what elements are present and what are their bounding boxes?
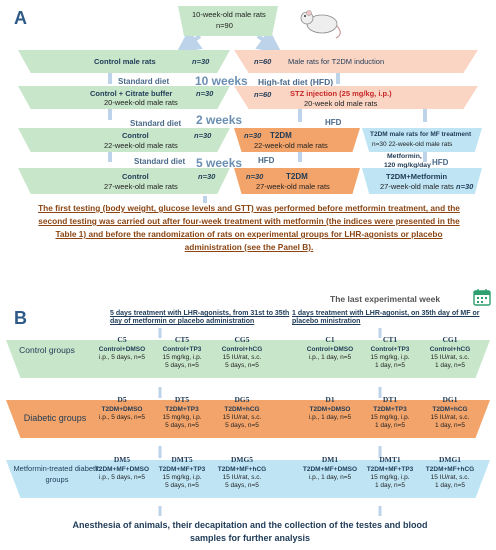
control-22wk-box: Control 22-week-old male rats n=30 (18, 128, 230, 152)
panel-a-arrows (108, 29, 427, 203)
weeks-5-label: 5 weeks (196, 156, 243, 170)
rat-icon (300, 10, 341, 39)
t2dm-27wk-sub: 27-week-old male rats (256, 182, 330, 191)
stz-injection-sub: 20-week old male rats (304, 99, 378, 108)
control-22wk-sub: 22-week-old male rats (104, 141, 178, 150)
stz-injection-title: STZ injection (25 mg/kg, i.p.) (290, 89, 392, 98)
control-citrate-sub: 20-week-old male rats (104, 98, 178, 107)
standard-diet-label-3: Standard diet (134, 157, 186, 166)
t2dm-22wk-n: n=30 (244, 131, 262, 140)
metformin-label-2: 120 mg/kg/day (384, 162, 431, 169)
mf-treatment-title: T2DM male rats for MF treatment (370, 131, 472, 138)
control-27wk-box: Control 27-week-old male rats n=30 (18, 168, 230, 194)
t2dm-27wk-box: T2DM 27-week-old male rats n=30 (234, 168, 360, 194)
panel-a-label: A (14, 8, 27, 28)
calendar-icon (473, 289, 491, 306)
t2dm-22wk-sub: 22-week-old male rats (254, 141, 328, 150)
weeks-10-label: 10 weeks (195, 74, 248, 88)
t2dm-metformin-title: T2DM+Metformin (386, 172, 448, 181)
control-27wk-sub: 27-week-old male rats (104, 182, 178, 191)
control-27wk-title: Control (122, 172, 149, 181)
control-citrate-n: n=30 (196, 89, 214, 98)
top-cohort-box: 10-week-old male rats n=90 (178, 6, 278, 36)
testing-note: The first testing (body weight, glucose … (38, 203, 460, 252)
control-citrate-title: Control + Citrate buffer (90, 89, 173, 98)
mf-treatment-box: T2DM male rats for MF treatment n=30 22-… (362, 128, 482, 152)
last-week-label: The last experimental week (330, 294, 441, 304)
metformin-groups-label: Metformin-treated diabetic groups (13, 464, 101, 484)
control-22wk-title: Control (122, 131, 149, 140)
control-citrate-box: Control + Citrate buffer 20-week-old mal… (18, 86, 230, 109)
hfd-label-3: HFD (432, 158, 449, 167)
diabetic-band (6, 400, 490, 438)
control-groups-label: Control groups (19, 345, 75, 355)
control-22wk-n: n=30 (194, 131, 212, 140)
hfd-long-label: High-fat diet (HFD) (258, 77, 334, 87)
control-male-rats-n: n=30 (192, 57, 210, 66)
t2dm-22wk-box: n=30 T2DM 22-week-old male rats (234, 128, 360, 152)
control-male-rats-title: Control male rats (94, 57, 156, 66)
t2dm-metformin-sub: 27-week-old male rats (380, 182, 454, 191)
t2dm-metformin-n: n=30 (456, 182, 474, 191)
hfd-label-2: HFD (258, 156, 275, 165)
t2dm-induction-n: n=60 (254, 57, 272, 66)
header-5days: 5 days treatment with LHR-agonists, from… (110, 310, 290, 325)
top-cohort-n: n=90 (216, 21, 233, 30)
t2dm-induction-box: n=60 Male rats for T2DM induction (234, 50, 478, 73)
control-male-rats-box: Control male rats n=30 (18, 50, 230, 73)
stz-injection-n: n=60 (254, 90, 272, 99)
weeks-2-label: 2 weeks (196, 113, 243, 127)
control-band (6, 340, 490, 378)
standard-diet-label-1: Standard diet (118, 77, 170, 86)
panel-b-arrows (158, 328, 382, 516)
t2dm-metformin-box: T2DM+Metformin 27-week-old male rats n=3… (362, 168, 482, 194)
hfd-label-1: HFD (325, 118, 342, 127)
metformin-band (6, 460, 490, 498)
header-1day: 1 days treatment with LHR-agonist, on 35… (292, 310, 480, 325)
standard-diet-label-2: Standard diet (130, 119, 182, 128)
footer-text: Anesthesia of animals, their decapitatio… (72, 520, 428, 543)
control-27wk-n: n=30 (198, 172, 216, 181)
panel-b-label: B (14, 308, 27, 328)
metformin-label-1: Metformin, (387, 153, 422, 160)
t2dm-induction-title: Male rats for T2DM induction (288, 57, 385, 66)
diabetic-groups-label: Diabetic groups (23, 413, 87, 423)
t2dm-27wk-n: n=30 (246, 172, 264, 181)
mf-treatment-sub: n=30 22-week-old male rats (372, 141, 453, 148)
t2dm-22wk-title: T2DM (270, 131, 292, 140)
stz-injection-box: n=60 STZ injection (25 mg/kg, i.p.) 20-w… (234, 86, 478, 109)
t2dm-27wk-title: T2DM (286, 172, 308, 181)
top-cohort-title: 10-week-old male rats (192, 10, 266, 19)
